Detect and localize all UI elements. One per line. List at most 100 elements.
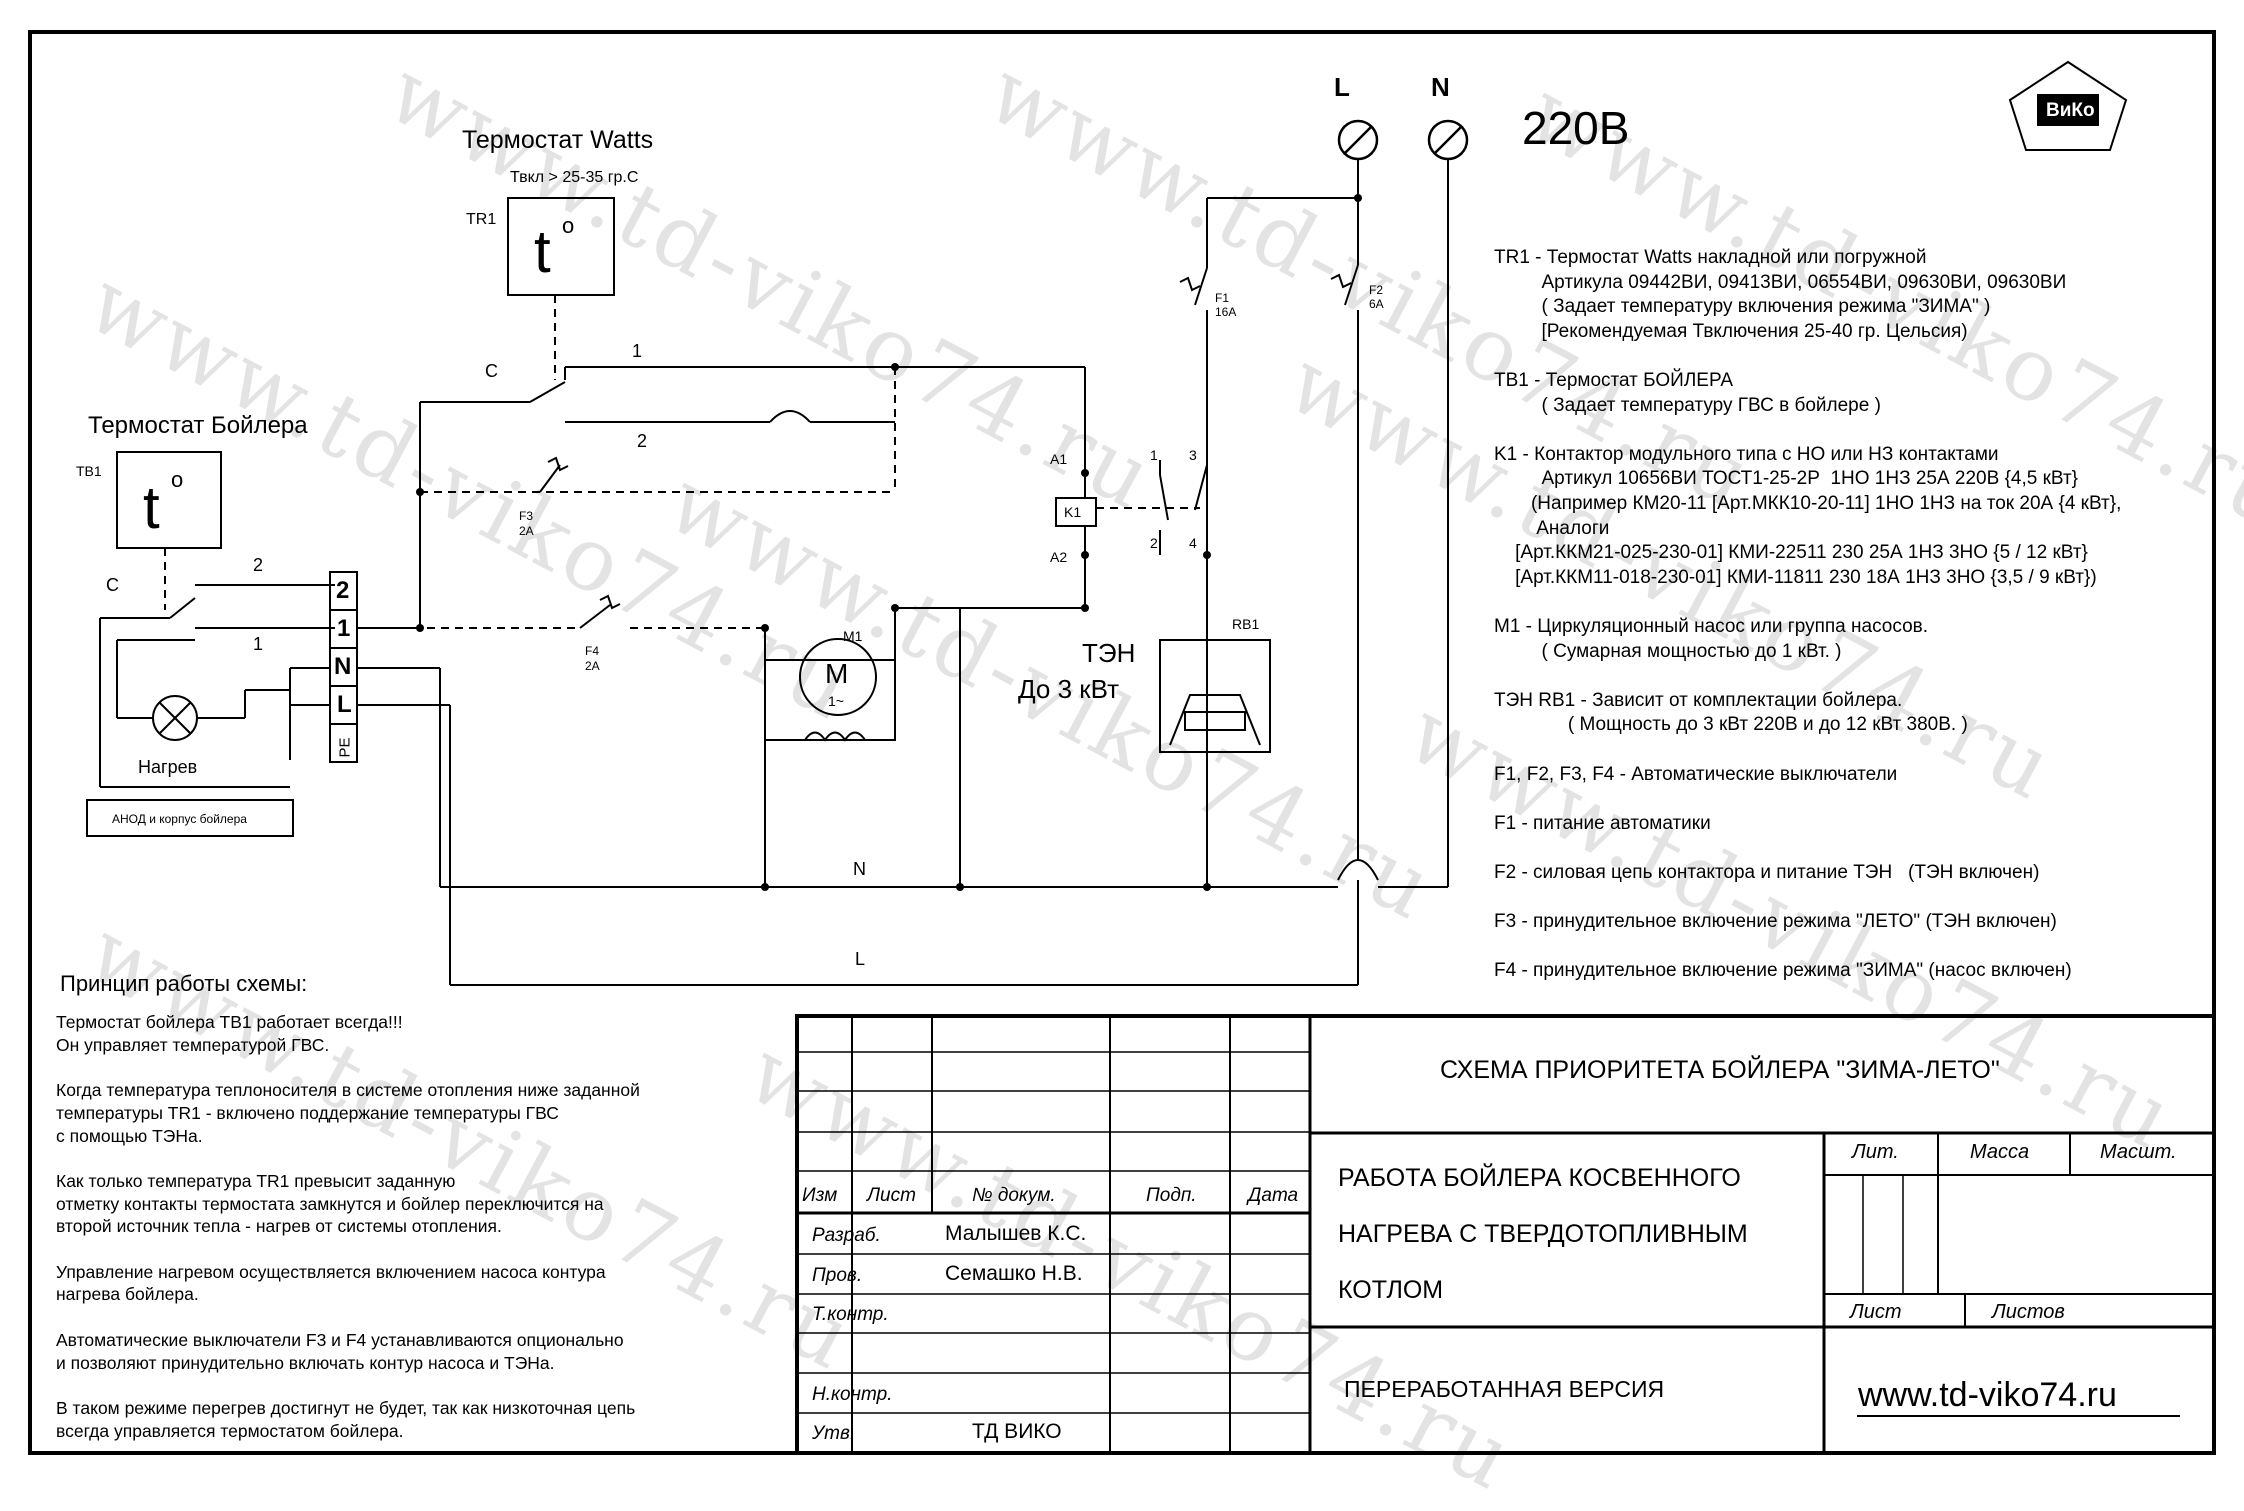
principle-line: В таком режиме перегрев достигнут не буд… bbox=[56, 1397, 636, 1418]
f1-rating: 16A bbox=[1215, 305, 1237, 319]
tb1-box bbox=[116, 451, 222, 549]
terminal-label: L bbox=[337, 691, 352, 718]
stamp-subtitle-2: НАГРЕВА С ТВЕРДОТОПЛИВНЫМ bbox=[1338, 1220, 1748, 1248]
stamp-sheets: Листов bbox=[1992, 1301, 2065, 1323]
k1-id: K1 bbox=[1064, 504, 1082, 520]
k1-p2: 2 bbox=[1150, 535, 1158, 551]
bus-n-label: N bbox=[853, 859, 866, 879]
legend-line: F2 - силовая цепь контактора и питание Т… bbox=[1494, 862, 2040, 883]
k1-p1: 1 bbox=[1150, 447, 1158, 463]
terminal-label: PE bbox=[336, 737, 354, 758]
principle-line: всегда управляется термостатом бойлера. bbox=[56, 1420, 404, 1441]
f2-id: F2 bbox=[1369, 283, 1384, 297]
f3-rating: 2A bbox=[519, 524, 534, 538]
f4-rating: 2A bbox=[585, 659, 600, 673]
stamp-role: Разраб. bbox=[812, 1225, 881, 1246]
principle-line: Термостат бойлера TB1 работает всегда!!! bbox=[56, 1012, 403, 1032]
legend-line: Артикул 10656ВИ ТОСТ1-25-2Р 1НО 1НЗ 25А … bbox=[1494, 468, 2079, 490]
principle-line: Как только температура TR1 превысит зада… bbox=[56, 1170, 456, 1191]
stamp-header-doc: № докум. bbox=[972, 1185, 1056, 1206]
stamp-role: Пров. bbox=[812, 1265, 863, 1286]
legend-line: K1 - Контактор модульного типа с НО или … bbox=[1494, 443, 1999, 465]
legend-line: [Арт.ККМ11-018-230-01] КМИ-11811 230 18А… bbox=[1494, 566, 2097, 588]
principle-line: второй источник тепла - нагрев от систем… bbox=[56, 1216, 502, 1237]
terminal-label: 2 bbox=[336, 577, 350, 604]
legend-line: F4 - принудительное включение режима "ЗИ… bbox=[1494, 960, 2072, 982]
bus-l-label: L bbox=[855, 949, 866, 969]
logo bbox=[2008, 60, 2128, 151]
heater-label-2: До 3 кВт bbox=[1018, 674, 1120, 704]
title-block bbox=[795, 1014, 2216, 1455]
legend-line: ( Задает температуру ГВС в бойлере ) bbox=[1494, 394, 1881, 416]
supply-n-label: N bbox=[1431, 72, 1450, 102]
stamp-header-sign: Подп. bbox=[1146, 1185, 1197, 1206]
stamp-header-izm: Изм bbox=[802, 1185, 838, 1206]
pump-phase: 1~ bbox=[828, 693, 844, 709]
tb1-contact-1: 1 bbox=[253, 634, 264, 654]
stamp-header-list: Лист bbox=[867, 1185, 916, 1206]
tb1-degree-icon: o bbox=[171, 467, 184, 492]
stamp-title: СХЕМА ПРИОРИТЕТА БОЙЛЕРА "ЗИМА-ЛЕТО" bbox=[1440, 1056, 2000, 1084]
anode-label: АНОД и корпус бойлера bbox=[112, 812, 247, 826]
stamp-name: Малышев К.С. bbox=[945, 1222, 1087, 1245]
terminal-label: N bbox=[334, 653, 352, 680]
principle-line: Автоматические выключатели F3 и F4 устан… bbox=[56, 1329, 624, 1350]
stamp-role: Утв. bbox=[812, 1423, 856, 1444]
pump-symbol: M bbox=[825, 658, 849, 689]
anode-box bbox=[86, 799, 294, 837]
stamp-role: Н.контр. bbox=[812, 1384, 893, 1405]
f4-id: F4 bbox=[585, 644, 600, 658]
stamp-lit: Лит. bbox=[1852, 1141, 1899, 1163]
principle-line: отметку контакты термостата замкнутся и … bbox=[56, 1193, 604, 1214]
pump-motor bbox=[799, 638, 877, 716]
stamp-subtitle-1: РАБОТА БОЙЛЕРА КОСВЕННОГО bbox=[1338, 1164, 1741, 1192]
legend-line: Аналоги bbox=[1494, 517, 1610, 539]
heater-id: RB1 bbox=[1232, 616, 1260, 632]
stamp-name: Семашко Н.В. bbox=[945, 1262, 1083, 1285]
legend-line: Артикула 09442ВИ, 09413ВИ, 06554ВИ, 0963… bbox=[1494, 271, 2067, 293]
legend-line: TB1 - Термостат БОЙЛЕРА bbox=[1494, 370, 1734, 391]
tr1-id: TR1 bbox=[466, 211, 497, 228]
tr1-degree-icon: o bbox=[562, 213, 575, 238]
contactor-coil bbox=[1055, 497, 1097, 527]
tr1-setpoint: Твкл > 25-35 гр.С bbox=[510, 169, 639, 186]
legend-line: TR1 - Термостат Watts накладной или погр… bbox=[1494, 247, 1927, 268]
terminal-label: 1 bbox=[337, 615, 351, 642]
tb1-symbol: t bbox=[143, 474, 160, 541]
voltage-label: 220В bbox=[1522, 102, 1630, 154]
tb1-contact-2: 2 bbox=[253, 555, 264, 575]
principle-line: Управление нагревом осуществляется включ… bbox=[56, 1261, 606, 1282]
tr1-title: Термостат Watts bbox=[462, 126, 654, 154]
principle-line: Когда температура теплоносителя в систем… bbox=[56, 1080, 640, 1101]
legend-line: ( Мощность до 3 кВт 220В и до 12 кВт 380… bbox=[1494, 714, 1968, 736]
legend-line: ( Сумарная мощностью до 1 кВт. ) bbox=[1494, 640, 1842, 662]
lamp-label: Нагрев bbox=[138, 757, 198, 777]
stamp-header-date: Дата bbox=[1248, 1185, 1299, 1206]
principle-line: нагрева бойлера. bbox=[56, 1284, 199, 1305]
k1-a2: A2 bbox=[1050, 549, 1068, 565]
tr1-symbol: t bbox=[534, 218, 551, 285]
tr1-contact-2: 2 bbox=[637, 431, 648, 451]
f2-rating: 6A bbox=[1369, 297, 1384, 311]
legend-line: [Арт.ККМ21-025-230-01] КМИ-22511 230 25А… bbox=[1494, 542, 2088, 564]
legend-line: F1 - питание автоматики bbox=[1494, 812, 1711, 834]
principle-line: температуры TR1 - включено поддержание т… bbox=[56, 1102, 559, 1123]
legend-line: ( Задает температуру включения режима "З… bbox=[1494, 296, 1991, 318]
legend-line: F1, F2, F3, F4 - Автоматические выключат… bbox=[1494, 763, 1898, 785]
k1-p4: 4 bbox=[1189, 535, 1197, 551]
legend-line: [Рекомендуемая Твключения 25-40 гр. Цель… bbox=[1494, 320, 1968, 342]
principle-line: Он управляет температурой ГВС. bbox=[56, 1034, 330, 1055]
stamp-site: www.td-viko74.ru bbox=[1858, 1376, 2117, 1414]
f1-id: F1 bbox=[1215, 291, 1230, 305]
supply-l-label: L bbox=[1334, 72, 1350, 102]
legend-line: (Например КМ20-11 [Арт.МКК10-20-11] 1НО … bbox=[1494, 493, 2122, 514]
tb1-title: Термостат Бойлера bbox=[88, 412, 308, 439]
principle-title: Принцип работы схемы: bbox=[60, 971, 308, 996]
k1-p3: 3 bbox=[1189, 447, 1197, 463]
tr1-box bbox=[507, 197, 615, 296]
tb1-id: TB1 bbox=[76, 463, 102, 479]
logo-text: ВиКо bbox=[2046, 100, 2095, 121]
heater-label-1: ТЭН bbox=[1082, 638, 1136, 668]
